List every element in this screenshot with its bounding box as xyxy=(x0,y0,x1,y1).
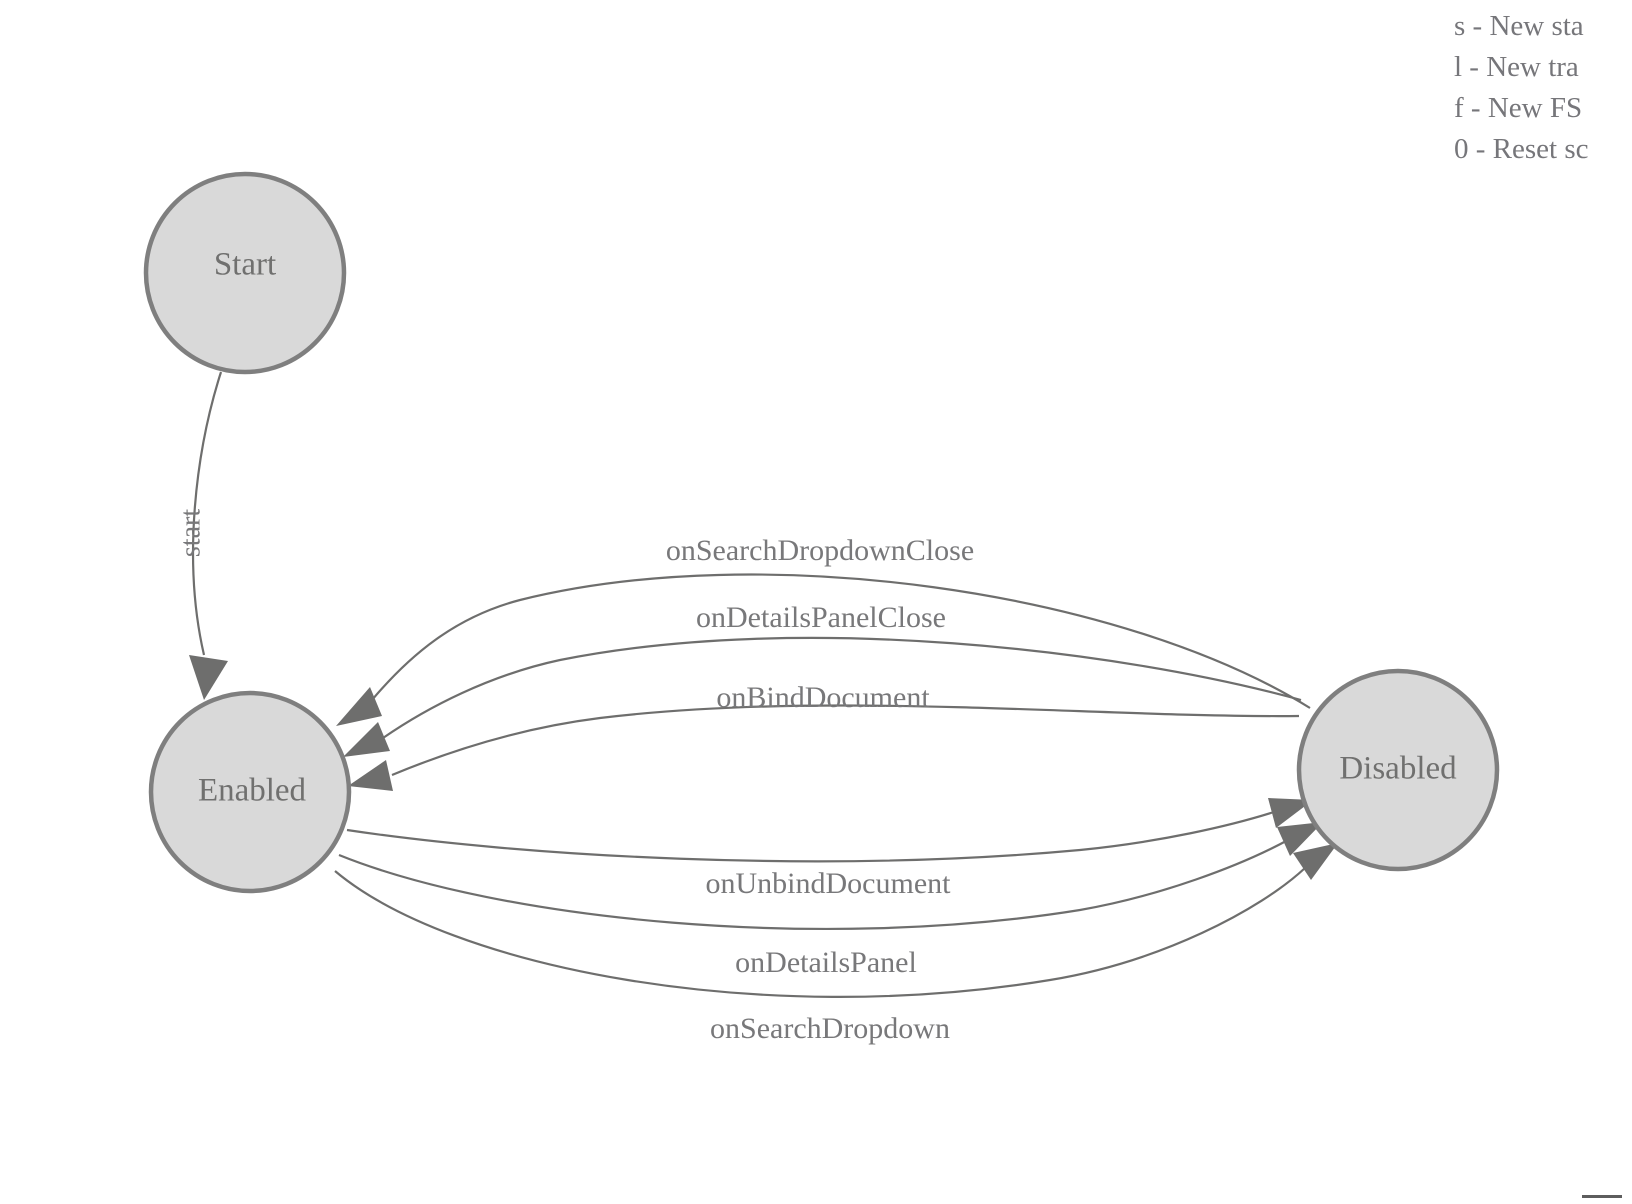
edge-onsearchdropdownclose[interactable] xyxy=(336,573,1311,726)
node-enabled-label: Enabled xyxy=(198,773,307,809)
edge-label-onsearchdropdownclose: onSearchDropdownClose xyxy=(666,534,974,567)
edge-ondetailspanel-path xyxy=(338,839,1289,931)
edge-onsearchdropdown[interactable] xyxy=(334,843,1338,998)
node-start-label: Start xyxy=(214,247,276,283)
edge-start[interactable] xyxy=(189,371,228,700)
edge-ondetailspanel[interactable] xyxy=(338,822,1323,931)
edge-start-label-group: start xyxy=(175,509,206,557)
node-enabled-circle[interactable] xyxy=(148,690,352,894)
node-disabled-label: Disabled xyxy=(1339,751,1457,787)
node-start-circle[interactable] xyxy=(143,171,347,375)
edge-label-ondetailspanel: onDetailsPanel xyxy=(735,946,917,979)
legend-line-new-state: s - New sta xyxy=(1454,10,1584,42)
keyboard-shortcut-legend: s - New sta l - New tra f - New FS 0 - R… xyxy=(1426,0,1632,170)
edge-ondetailspanel-arrowhead xyxy=(1277,822,1323,856)
edge-label-start: start xyxy=(175,509,206,557)
edge-ondetailspanelclose-arrowhead xyxy=(343,722,390,757)
edge-onunbinddocument-path xyxy=(346,810,1275,863)
edge-label-onbinddocument: onBindDocument xyxy=(716,681,930,714)
edge-onsearchdropdownclose-path xyxy=(371,573,1311,709)
node-start[interactable]: Start xyxy=(143,171,347,375)
edge-ondetailspanelclose-path xyxy=(382,636,1302,739)
legend-line-new-transition: l - New tra xyxy=(1454,51,1579,83)
edge-onbinddocument-arrowhead xyxy=(348,760,393,791)
edge-onsearchdropdown-arrowhead xyxy=(1293,843,1338,880)
node-disabled[interactable]: Disabled xyxy=(1296,668,1500,872)
edge-start-arrowhead xyxy=(189,655,228,700)
edge-onsearchdropdown-path xyxy=(334,867,1306,998)
edge-onbinddocument[interactable] xyxy=(348,704,1300,791)
node-disabled-circle[interactable] xyxy=(1296,668,1500,872)
edge-label-onunbinddocument: onUnbindDocument xyxy=(706,867,952,900)
edge-start-path xyxy=(191,371,223,656)
corner-resize-handle[interactable] xyxy=(1582,1195,1622,1198)
edge-label-ondetailspanelclose: onDetailsPanelClose xyxy=(696,601,946,634)
legend-line-new-fsm: f - New FS xyxy=(1454,92,1583,124)
edge-label-onsearchdropdown: onSearchDropdown xyxy=(710,1012,950,1045)
edge-onbinddocument-path xyxy=(391,704,1300,777)
legend-line-reset: 0 - Reset sc xyxy=(1454,133,1589,165)
edge-ondetailspanelclose[interactable] xyxy=(343,636,1302,757)
edge-onunbinddocument-arrowhead xyxy=(1268,798,1313,828)
edge-onsearchdropdownclose-arrowhead xyxy=(336,687,382,726)
edge-onunbinddocument[interactable] xyxy=(346,798,1313,863)
node-enabled[interactable]: Enabled xyxy=(148,690,352,894)
